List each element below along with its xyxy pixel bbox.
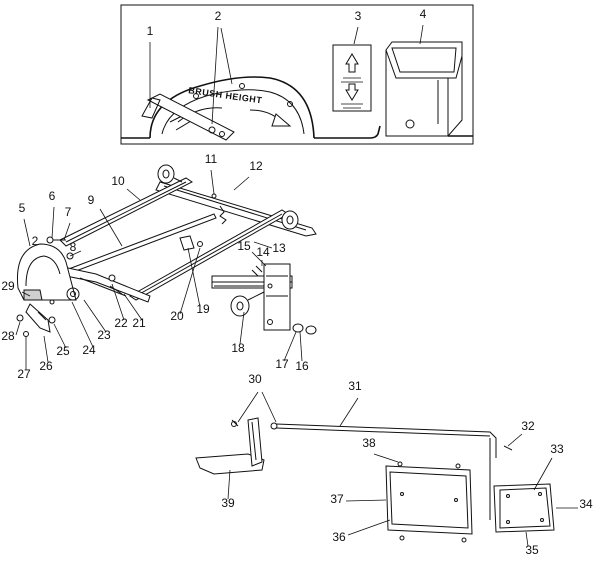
callout-number: 13: [272, 241, 286, 255]
callout-number: 19: [196, 302, 210, 316]
callout-number: 15: [237, 239, 251, 253]
leader-line: [15, 321, 21, 336]
cover-plate: [385, 461, 473, 543]
leader-line: [179, 247, 201, 315]
callout-number: 9: [88, 193, 95, 207]
leader-line: [111, 283, 125, 321]
callout-number: 14: [256, 245, 270, 259]
leader-line: [239, 311, 245, 345]
callout-number: 2: [32, 234, 39, 248]
callout-number: 21: [132, 316, 146, 330]
height-lever: [141, 93, 235, 141]
leader-line: [251, 251, 267, 267]
callout-number: 30: [248, 372, 262, 386]
control-panel-inset: [120, 4, 474, 145]
callout-number: 27: [17, 367, 31, 381]
callout-number: 18: [231, 341, 245, 355]
foot-pedal: [195, 417, 265, 475]
leader-line: [21, 291, 31, 297]
pedal-pad: [493, 483, 555, 533]
callout-number: 23: [97, 328, 111, 342]
leader-line: [339, 397, 359, 427]
callout-number: 22: [114, 316, 128, 330]
leader-line: [83, 299, 107, 333]
leader-line: [123, 293, 143, 321]
callout-number: 31: [348, 379, 362, 393]
callout-number: 3: [355, 9, 362, 23]
callout-number: 8: [70, 240, 77, 254]
leader-line: [220, 27, 233, 85]
leader-line: [63, 222, 71, 241]
leader-line: [253, 241, 273, 249]
leader-line: [261, 391, 277, 423]
leader-line: [283, 331, 297, 362]
leader-line: [345, 499, 387, 502]
callout-number: 39: [221, 496, 235, 510]
leader-line: [373, 453, 399, 463]
callout-number: 26: [39, 359, 53, 373]
leader-line: [187, 247, 201, 308]
leader-line: [299, 331, 303, 362]
callout-number: 38: [362, 436, 376, 450]
callout-number: 12: [249, 159, 263, 173]
callout-number: 37: [330, 492, 344, 506]
leader-line: [99, 208, 123, 247]
callout-number: 6: [49, 189, 56, 203]
leader-line: [71, 301, 94, 348]
leader-line: [211, 26, 219, 125]
callout-number: 24: [82, 343, 96, 357]
callout-number: 5: [19, 201, 26, 215]
leader-line: [23, 218, 31, 247]
callout-number: 28: [1, 329, 15, 343]
callout-number: 4: [420, 7, 427, 21]
leader-line: [69, 250, 82, 257]
callout-number: 36: [332, 530, 346, 544]
leader-line: [237, 391, 259, 423]
leader-line: [210, 169, 215, 195]
callout-number: 16: [295, 359, 309, 373]
leader-line: [507, 433, 523, 447]
callout-number: 32: [521, 419, 535, 433]
direction-decal: [332, 44, 372, 112]
leader-line: [126, 188, 141, 201]
callout-number: 10: [111, 174, 125, 188]
leader-line: [43, 335, 49, 363]
leader-line: [53, 323, 67, 349]
caster-wheels: [157, 164, 299, 230]
callout-number: 2: [215, 9, 222, 23]
callout-number: 34: [579, 497, 593, 511]
callout-number: 20: [170, 309, 184, 323]
callout-number: 7: [65, 205, 72, 219]
leader-line: [525, 531, 529, 547]
leader-line: [227, 469, 231, 500]
pedal-linkage: [231, 419, 513, 520]
dial-label: BRUSH HEIGHT: [188, 85, 263, 105]
leader-line: [419, 24, 424, 45]
leader-line: [353, 26, 359, 45]
leader-line: [347, 519, 391, 536]
leader-line: [533, 457, 553, 491]
leader-line: [51, 206, 55, 239]
callout-number: 35: [525, 543, 539, 557]
side-plate: [16, 243, 80, 337]
callout-number: 11: [205, 152, 218, 166]
callout-number: 25: [56, 344, 70, 358]
wheel-bracket-assembly: [211, 263, 317, 335]
leader-line: [233, 176, 250, 191]
leader-lines: [15, 24, 578, 547]
callout-number: 29: [1, 279, 15, 293]
callout-number: 17: [275, 357, 289, 371]
callout-number: 33: [550, 442, 564, 456]
control-box: [385, 41, 463, 137]
callout-number: 1: [147, 24, 154, 38]
